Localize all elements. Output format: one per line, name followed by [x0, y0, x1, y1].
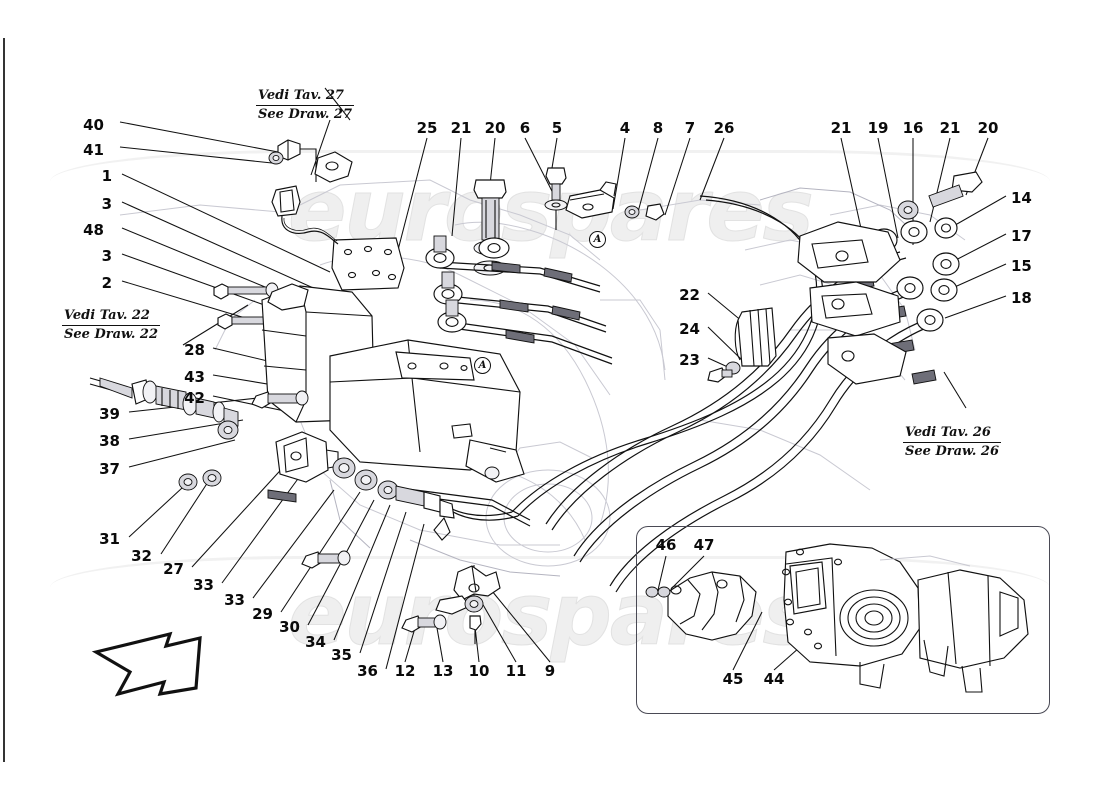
callout-33a: 33: [193, 576, 214, 594]
section-marker-a-top: A: [589, 231, 606, 248]
callout-38: 38: [99, 432, 120, 450]
callout-47: 47: [693, 536, 715, 554]
reference-block-26: Vedi Tav. 26 See Draw. 26: [903, 425, 1002, 460]
inset-gearbox-drawing: [645, 543, 1029, 693]
part-40-41-fitting: [268, 139, 317, 182]
callout-35: 35: [331, 646, 352, 664]
callout-20a: 20: [484, 119, 506, 137]
clutch-slave-shaft-assembly: [89, 377, 309, 491]
callout-6: 6: [519, 119, 531, 137]
callout-17: 17: [1011, 227, 1032, 245]
hose-banjo-fittings-left: [425, 235, 510, 333]
mount-bracket-plate: [314, 151, 405, 291]
reference-block-27: Vedi Tav. 27 See Draw. 27: [256, 88, 355, 123]
callout-42: 42: [184, 389, 205, 407]
callout-12: 12: [394, 662, 416, 680]
scan-edge-rule: [3, 38, 5, 762]
callout-7: 7: [684, 119, 696, 137]
callout-14: 14: [1011, 189, 1032, 207]
rubber-mount-block: [707, 307, 777, 383]
callout-28: 28: [184, 341, 205, 359]
callout-39: 39: [99, 405, 120, 423]
bolt-29: [301, 550, 351, 569]
reference-22-line2: See Draw. 22: [64, 327, 159, 342]
callout-13: 13: [432, 662, 454, 680]
callout-21b: 21: [830, 119, 852, 137]
callout-48: 48: [83, 221, 104, 239]
callout-5: 5: [551, 119, 563, 137]
callout-26: 26: [713, 119, 735, 137]
callout-11: 11: [505, 662, 527, 680]
callout-41: 41: [83, 141, 104, 159]
callout-36: 36: [357, 662, 378, 680]
gearbox-valve-block-right: [797, 221, 907, 385]
callout-30: 30: [279, 618, 300, 636]
reference-26-line2: See Draw. 26: [905, 444, 1000, 459]
callout-1: 1: [101, 167, 112, 185]
callout-21a: 21: [450, 119, 472, 137]
callout-2: 2: [101, 274, 112, 292]
small-mount-bracket: [565, 181, 665, 221]
callout-33b: 33: [224, 591, 245, 609]
callout-34: 34: [305, 633, 326, 651]
callout-43: 43: [184, 368, 205, 386]
callout-4: 4: [619, 119, 631, 137]
callout-24: 24: [679, 320, 700, 338]
callout-10: 10: [468, 662, 490, 680]
callout-18: 18: [1011, 289, 1032, 307]
reference-27-line2: See Draw. 27: [258, 107, 353, 122]
callout-15: 15: [1011, 257, 1032, 275]
reference-22-line1: Vedi Tav. 22: [62, 308, 161, 326]
callout-44: 44: [763, 670, 785, 688]
reference-block-22: Vedi Tav. 22 See Draw. 22: [62, 308, 161, 343]
callout-3b: 3: [101, 247, 112, 265]
callout-16: 16: [902, 119, 924, 137]
inset-detail-panel: [636, 526, 1050, 714]
callout-25: 25: [416, 119, 438, 137]
reference-26-line1: Vedi Tav. 26: [903, 425, 1002, 443]
callout-46: 46: [655, 536, 677, 554]
callout-9: 9: [544, 662, 556, 680]
reference-27-line1: Vedi Tav. 27: [256, 88, 355, 106]
callout-45: 45: [722, 670, 744, 688]
bracket-assembly-bottom: [401, 565, 501, 644]
position-sensor-connector: [271, 185, 339, 245]
callout-22: 22: [679, 286, 700, 304]
callout-40: 40: [83, 116, 104, 134]
callout-21c: 21: [939, 119, 961, 137]
callout-37: 37: [99, 460, 120, 478]
callout-27: 27: [163, 560, 184, 578]
vertical-bolt-column: [473, 167, 568, 276]
callout-32: 32: [131, 547, 152, 565]
callout-29: 29: [252, 605, 273, 623]
callout-31: 31: [99, 530, 120, 548]
actuator-housing-27: [275, 431, 455, 541]
callout-23: 23: [679, 351, 700, 369]
callout-8: 8: [652, 119, 664, 137]
callout-19: 19: [867, 119, 889, 137]
callout-3a: 3: [101, 195, 112, 213]
direction-arrow: [91, 631, 202, 697]
hydraulic-valve-body: [261, 283, 525, 483]
callout-20b: 20: [977, 119, 999, 137]
section-marker-a-mid: A: [474, 357, 491, 374]
